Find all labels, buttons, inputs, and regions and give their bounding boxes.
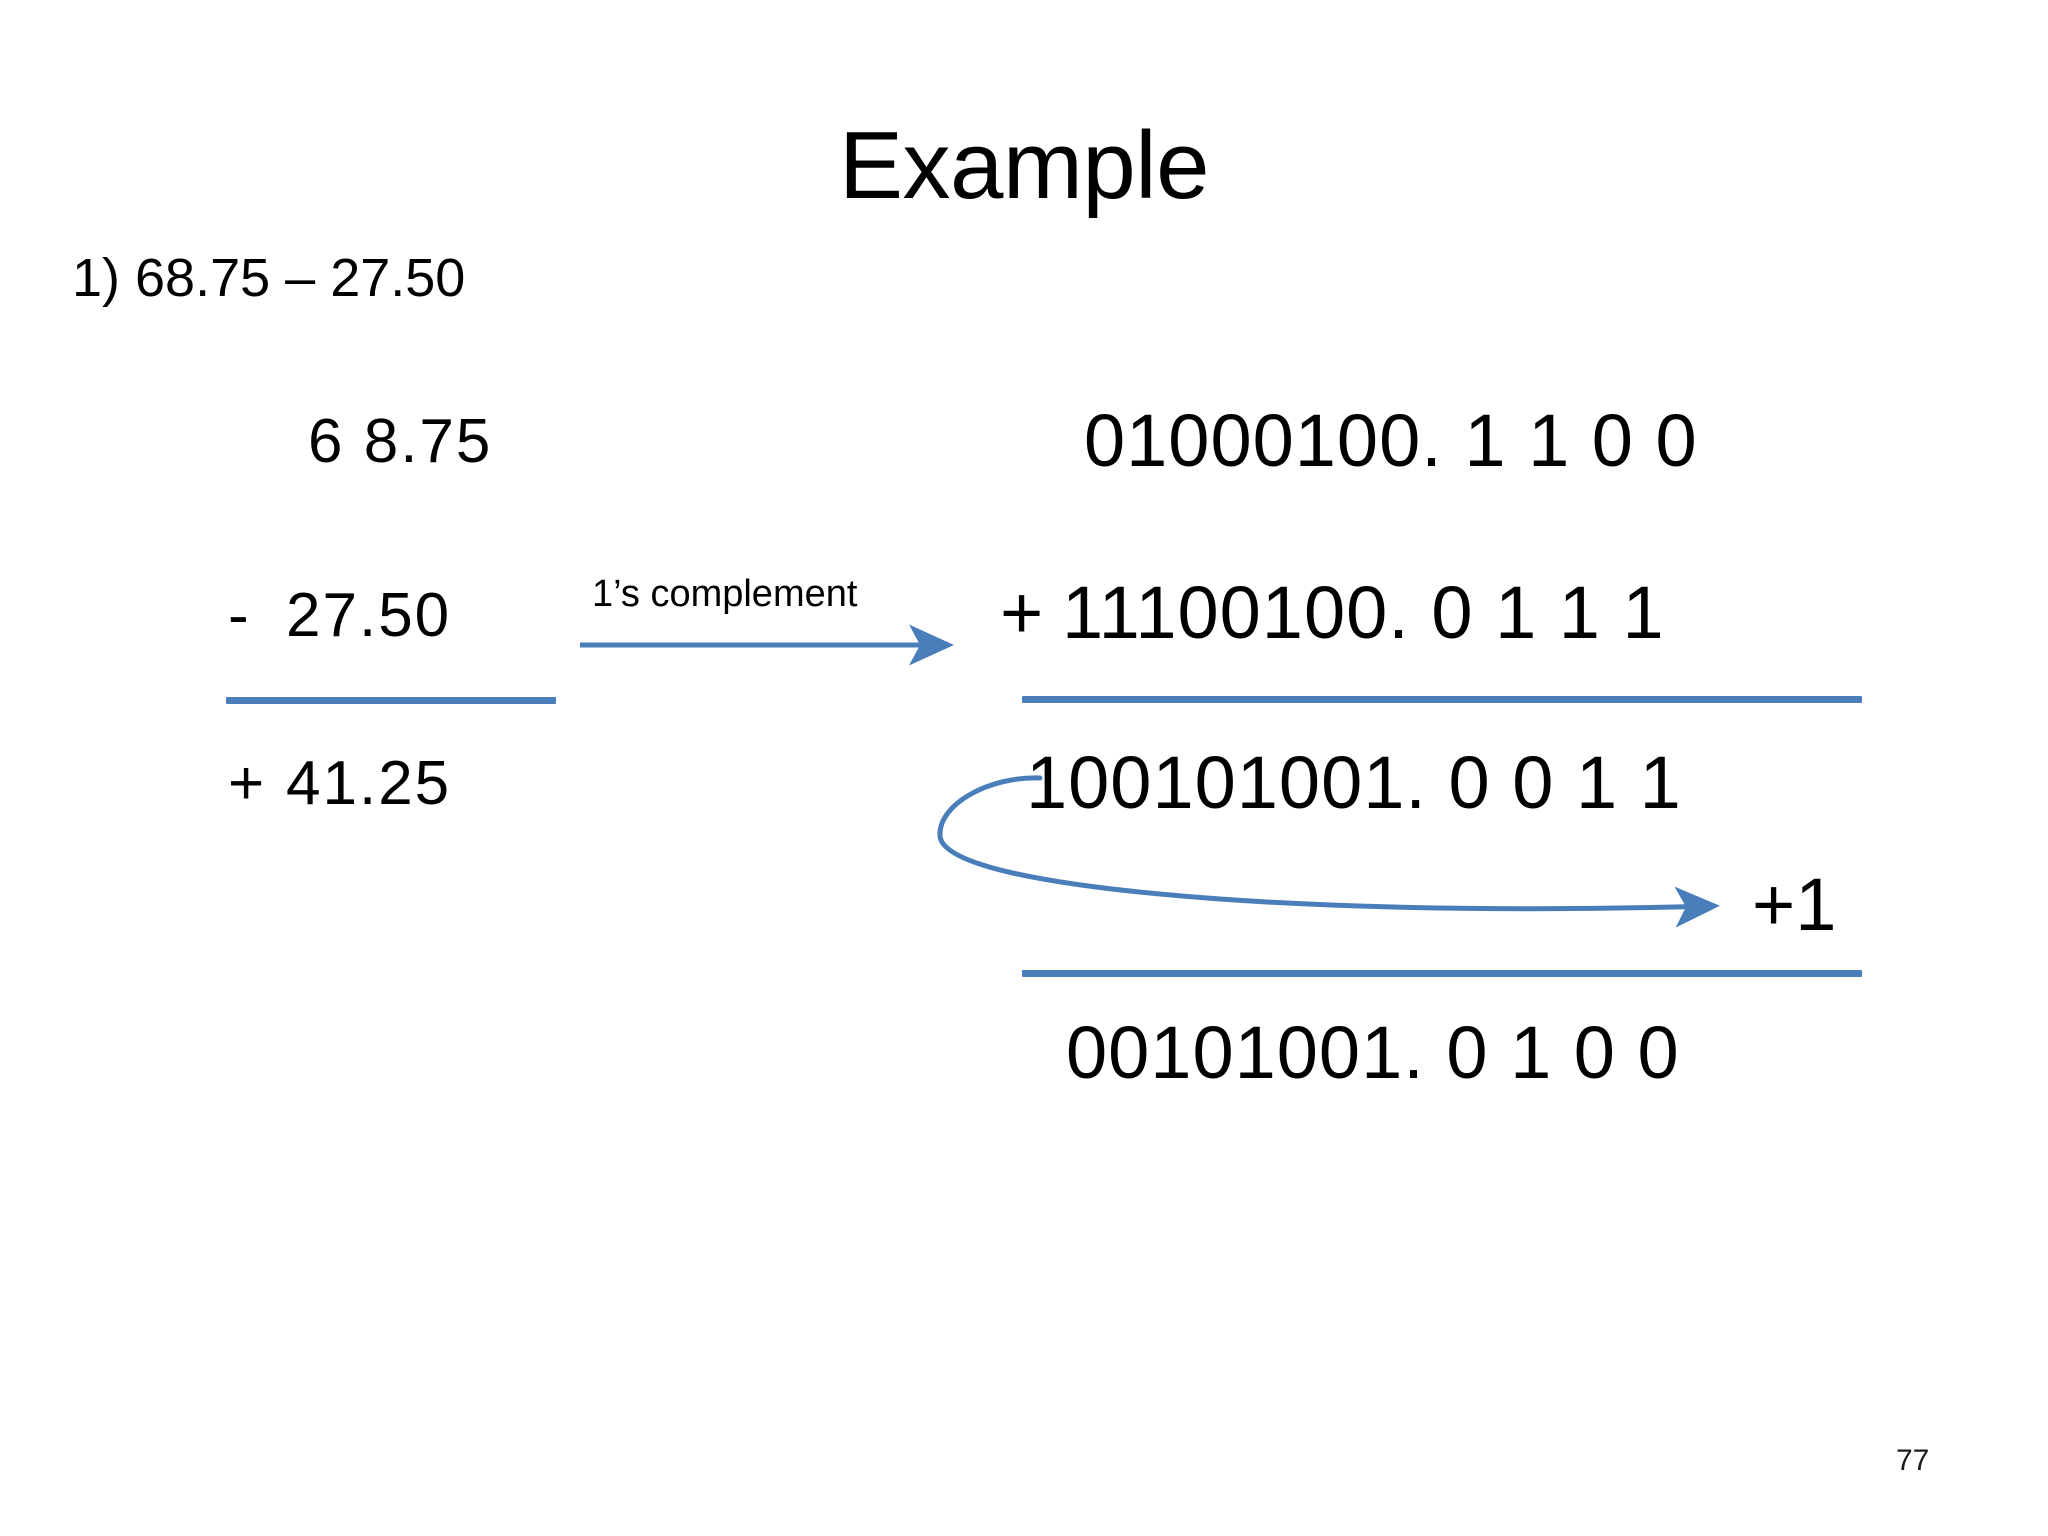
page-number: 77 [1896, 1444, 1930, 1477]
end-around-carry-value: +1 [1752, 863, 1837, 946]
binary-divider-rule-bottom [1022, 970, 1862, 977]
binary-addend-row: +11100100. 0 1 1 1 [1000, 576, 1665, 650]
decimal-result-row: +41.25 [228, 753, 451, 815]
decimal-result-value: 41.25 [286, 749, 452, 818]
decimal-subtrahend-row: -27.50 [228, 585, 451, 647]
binary-divider-rule-top [1022, 696, 1862, 703]
decimal-result-operator: + [228, 749, 267, 818]
binary-augend: 01000100. 1 1 0 0 [1084, 399, 1698, 482]
complement-annotation-label: 1’s complement [592, 573, 858, 615]
binary-add-operator: + [1000, 571, 1045, 654]
page-title: Example [839, 112, 1210, 219]
decimal-subtract-operator: - [228, 581, 251, 650]
decimal-subtrahend-value: 27.50 [286, 581, 452, 650]
decimal-minuend: 6 8.75 [308, 407, 493, 476]
decimal-divider-rule [226, 697, 556, 704]
binary-final-result: 00101001. 0 1 0 0 [1066, 1011, 1680, 1094]
curved-carry-arrow-icon [937, 775, 1720, 928]
binary-sum: 100101001. 0 0 1 1 [1026, 741, 1682, 824]
binary-addend-value: 11100100. 0 1 1 1 [1062, 571, 1665, 654]
right-arrow-icon [580, 624, 954, 666]
problem-statement: 1) 68.75 – 27.50 [72, 248, 466, 308]
